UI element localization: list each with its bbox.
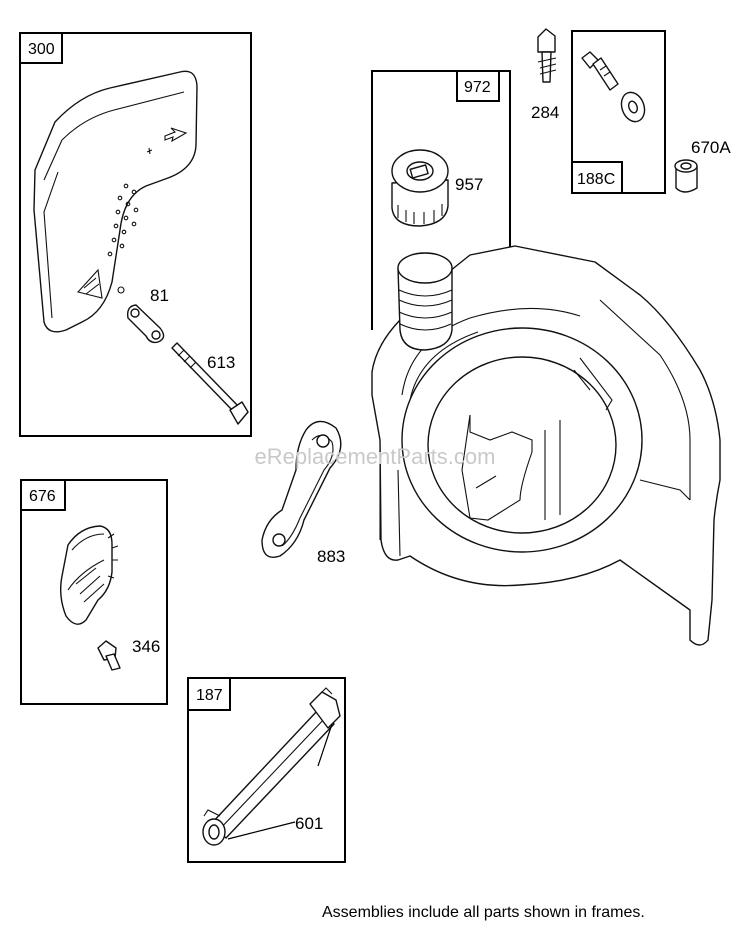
muffler — [33, 70, 198, 333]
frame-187-label: 187 — [196, 687, 223, 704]
bolt-188c — [581, 51, 619, 91]
frame-972-label: 972 — [464, 79, 491, 96]
fuel-cap-957 — [391, 149, 449, 227]
screw-613 — [171, 342, 249, 425]
screw-346 — [97, 640, 121, 671]
fuel-tank-neck — [397, 252, 453, 351]
washer-188c — [620, 91, 646, 123]
frame-188c: 188C — [571, 30, 666, 194]
tube-601 — [202, 687, 341, 846]
frame-972: 972 957 — [371, 70, 511, 330]
footer-note: Assemblies include all parts shown in fr… — [322, 904, 645, 921]
part-284 — [537, 28, 557, 83]
part-81-label: 81 — [150, 286, 169, 305]
gasket-883 — [261, 420, 342, 558]
frame-676: 676 346 — [20, 479, 168, 705]
part-601-label: 601 — [295, 814, 323, 833]
muffler-vent-holes — [107, 183, 139, 257]
frame-188c-label: 188C — [577, 171, 615, 188]
screen-676 — [59, 525, 119, 625]
part-613-label: 613 — [207, 353, 235, 372]
frame-187: 187 601 — [187, 677, 346, 863]
frame-300: 300 81 — [19, 32, 252, 437]
spacer-670a — [674, 159, 698, 193]
part-957-label: 957 — [455, 175, 483, 194]
frame-300-label: 300 — [28, 41, 55, 58]
frame-676-label: 676 — [29, 488, 56, 505]
part-670a-label: 670A — [691, 138, 731, 157]
gasket-81 — [126, 304, 165, 344]
watermark: eReplacementParts.com — [255, 444, 496, 469]
part-346-label: 346 — [132, 637, 160, 656]
part-284-label: 284 — [531, 103, 559, 122]
fuel-tank — [371, 245, 721, 646]
part-883-label: 883 — [317, 547, 345, 566]
